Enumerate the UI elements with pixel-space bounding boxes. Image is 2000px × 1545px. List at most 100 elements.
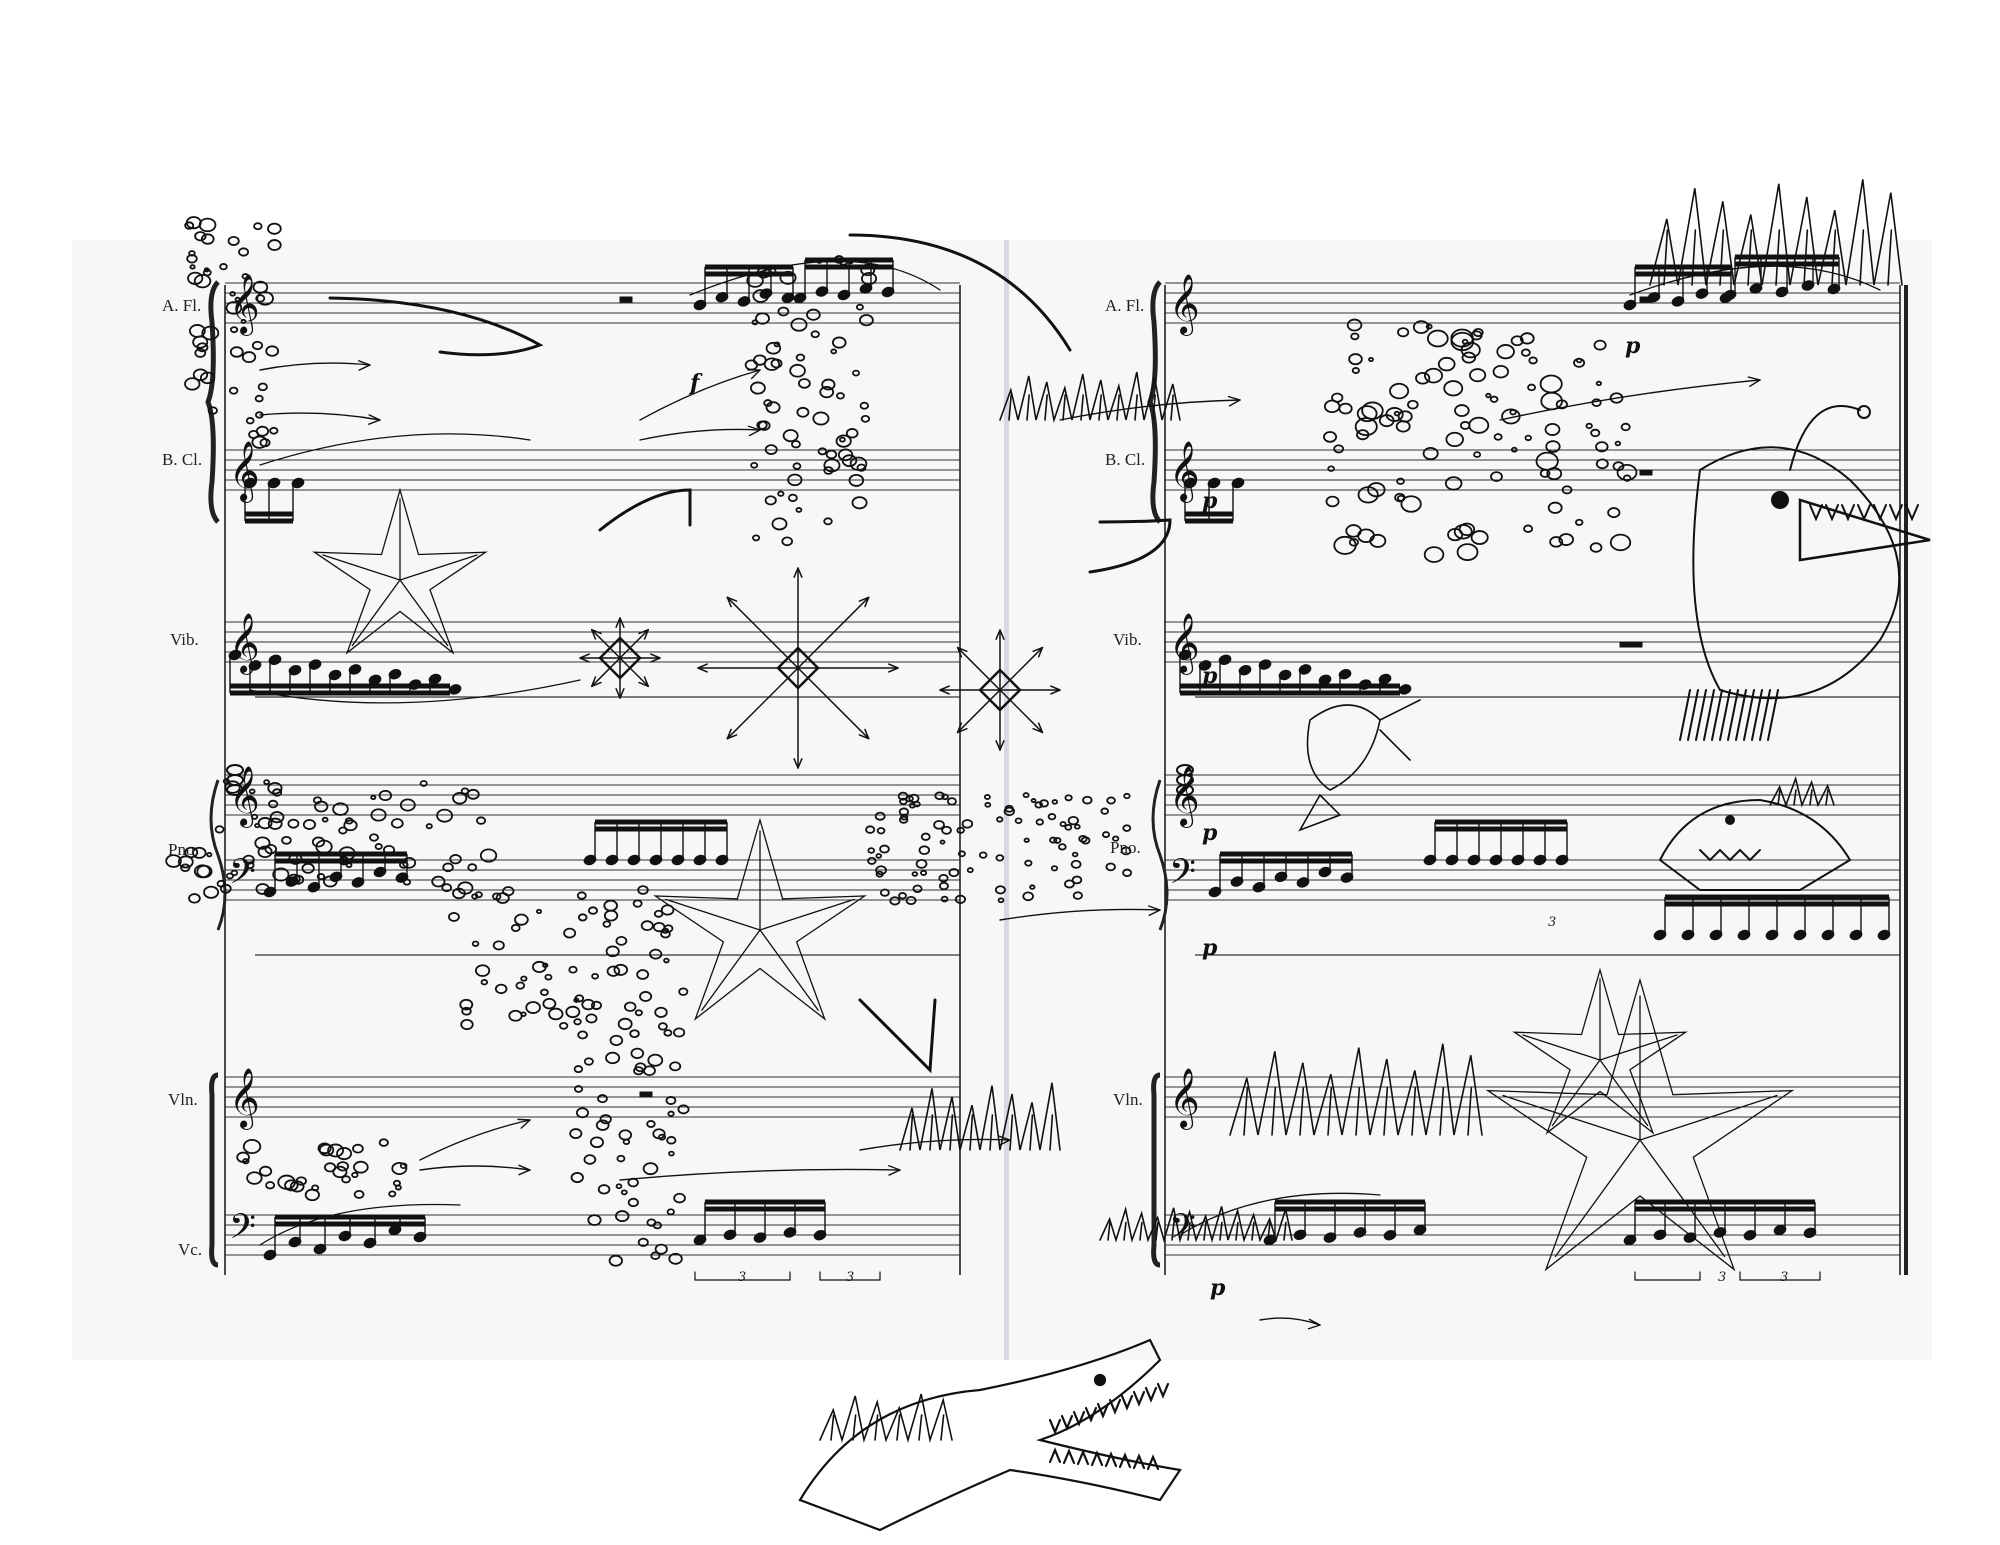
starburst-right (939, 629, 1061, 751)
label-flute-right: A. Fl. (1105, 296, 1145, 315)
arrow (259, 412, 381, 425)
piano-bass-left (583, 819, 729, 866)
piano-run-right (1208, 851, 1354, 898)
arrow (1259, 1317, 1321, 1330)
dinosaur-head-drawing (1658, 798, 1852, 891)
staff (225, 859, 960, 901)
staff (225, 774, 960, 816)
bass-clef: 𝄢 (1169, 851, 1196, 900)
dynamic-piano-lower-right: p (1202, 935, 1218, 961)
dorsal-fin-violin (1229, 1043, 1483, 1136)
treble-clef: 𝄞 (1169, 613, 1200, 675)
cello-run-left (263, 1214, 427, 1261)
staff-lines (225, 282, 1900, 1256)
staff (225, 621, 960, 663)
dynamic-flute-left: f (690, 370, 700, 396)
bubble-trail-violin (236, 1138, 408, 1202)
tuplet-right-2: 3 (1718, 1270, 1727, 1285)
piano-chord (226, 764, 244, 796)
staff (1165, 859, 1900, 901)
dynamic-cello-right: p (1210, 1275, 1226, 1301)
label-vibraphone-left: Vib. (170, 630, 199, 649)
drawings (165, 179, 1931, 1532)
label-clarinet-right: B. Cl. (1105, 450, 1146, 469)
bass-clef: 𝄢 (229, 1206, 256, 1255)
swoop-marks (328, 233, 1172, 1074)
tuplet-left-2: 3 (846, 1270, 855, 1285)
label-flute-left: A. Fl. (162, 296, 202, 315)
staff (1165, 1076, 1900, 1118)
treble-clef: 𝄞 (1169, 274, 1200, 336)
starfish-piano (653, 817, 867, 1021)
flute-run-right-half (793, 257, 895, 304)
arrow (419, 1118, 531, 1161)
staff (225, 1076, 960, 1118)
arrow (639, 369, 761, 421)
bubble-cloud-piano-2 (448, 885, 675, 1031)
staff (225, 282, 960, 324)
bubble-edge-flute (184, 216, 282, 449)
cello-run-left-2 (693, 1199, 827, 1246)
label-violin-left: Vln. (168, 1090, 198, 1109)
arrow (859, 1135, 1011, 1151)
rest (619, 296, 633, 303)
rest (1619, 641, 1633, 648)
label-piano-right: Pno. (1110, 838, 1141, 857)
tuplet-right-3: 3 (1780, 1270, 1789, 1285)
treble-clef: 𝄞 (1169, 1068, 1200, 1130)
treble-clef: 𝄞 (229, 1068, 260, 1130)
treble-clef: 𝄞 (1169, 766, 1200, 828)
clarinet-trem-left (243, 477, 305, 524)
dinosaur-spines (1769, 775, 1835, 808)
dynamic-piano-upper-right: p (1202, 820, 1218, 846)
rest (1639, 296, 1653, 303)
cello-run-right-2 (1623, 1199, 1817, 1246)
staff (1165, 621, 1900, 663)
bubble-column-cello (569, 987, 690, 1267)
staff (1165, 282, 1900, 324)
arrow (619, 1165, 901, 1181)
cello-run-right (1263, 1199, 1427, 1246)
starburst-small (579, 617, 661, 699)
arrow (1499, 376, 1761, 421)
dynamic-clarinet-right: p (1202, 488, 1218, 514)
dynamic-flute-right: p (1625, 333, 1641, 359)
piano-run-left (263, 851, 409, 898)
clarinet-trem-right (1183, 477, 1245, 524)
bubble-column-flute (744, 255, 878, 547)
starfish-vib (312, 487, 488, 655)
piano-chord (1176, 764, 1194, 796)
rest (639, 1091, 653, 1098)
notes (226, 254, 1891, 1261)
crocodile-spines (819, 1393, 953, 1444)
tuplet-left-1: 3 (738, 1270, 747, 1285)
staff (225, 1214, 960, 1256)
tuplet-right-1: 3 (1548, 915, 1557, 930)
rest (1639, 469, 1653, 476)
bubble-cloud-clarinet (1323, 318, 1638, 563)
arrow (259, 360, 371, 371)
label-cello-left: Vc. (178, 1240, 203, 1259)
label-vibraphone-right: Vib. (1113, 630, 1142, 649)
starburst-center (697, 567, 899, 769)
starfish-right (1485, 977, 1795, 1272)
bubble-haze-piano (865, 791, 1133, 906)
tuplet-brackets (694, 1271, 1821, 1281)
label-piano-left: Pno. (168, 840, 199, 859)
reeds-center (999, 371, 1181, 424)
slurs (249, 260, 1881, 1246)
label-violin-right: Vln. (1113, 1090, 1143, 1109)
dynamic-vibraphone-right: p (1202, 663, 1218, 689)
reeds-violin (899, 1082, 1061, 1151)
spiky-back-cello (1099, 1206, 1293, 1244)
staff (1165, 449, 1900, 491)
flute-run-left (693, 264, 795, 311)
clefs: 𝄞𝄞𝄞𝄞𝄞𝄢𝄢𝄞𝄞𝄞𝄞𝄞𝄢𝄢 (229, 274, 1200, 1255)
flute-run-right (1623, 264, 1733, 311)
vib-run-right (1178, 649, 1412, 696)
bubble-cloud-piano (165, 778, 498, 904)
anglerfish-drawing (1679, 405, 1931, 741)
starfish-right-2 (1512, 967, 1688, 1135)
